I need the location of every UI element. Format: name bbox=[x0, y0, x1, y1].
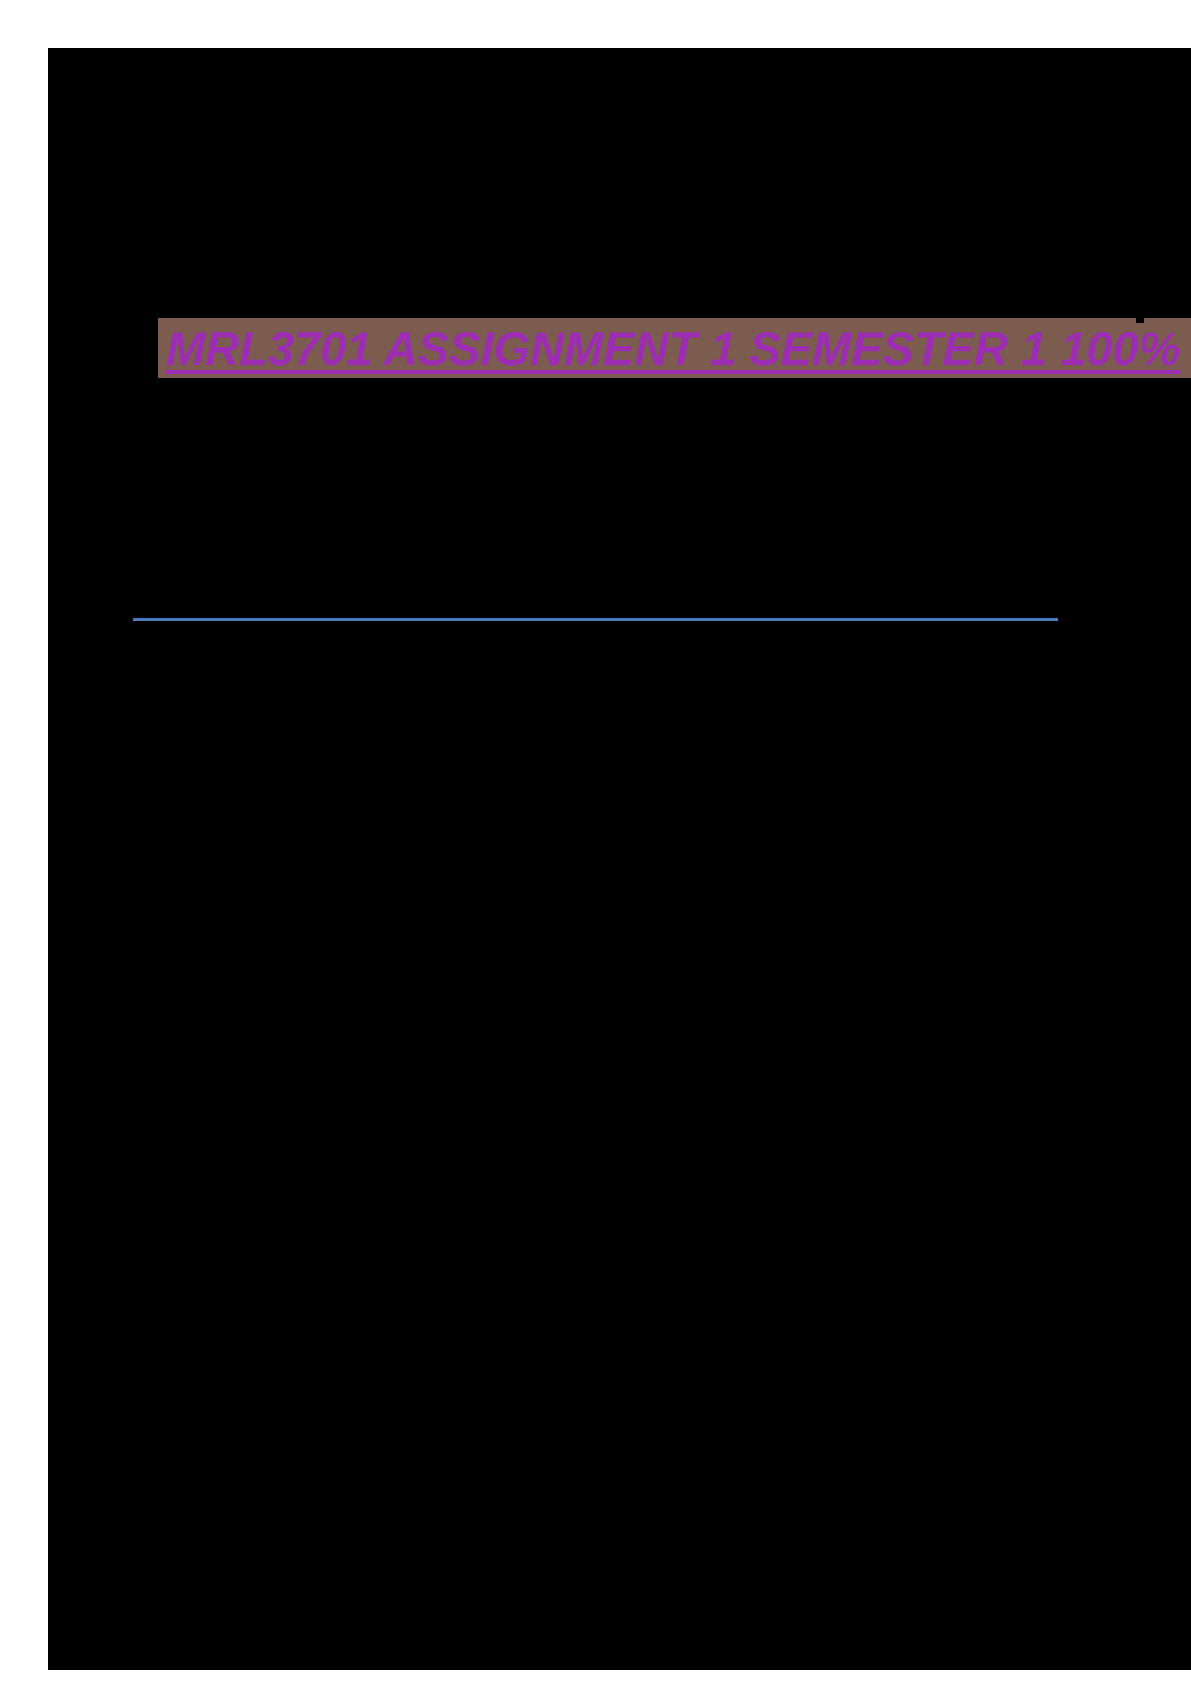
horizontal-divider-rule bbox=[133, 618, 1058, 621]
banner-artifact-tick bbox=[1136, 317, 1144, 323]
title-highlight-banner: MRL3701 ASSIGNMENT 1 SEMESTER 1 100% bbox=[158, 318, 1191, 378]
document-title-link[interactable]: MRL3701 ASSIGNMENT 1 SEMESTER 1 100% bbox=[166, 322, 1181, 375]
document-page bbox=[48, 48, 1191, 1670]
